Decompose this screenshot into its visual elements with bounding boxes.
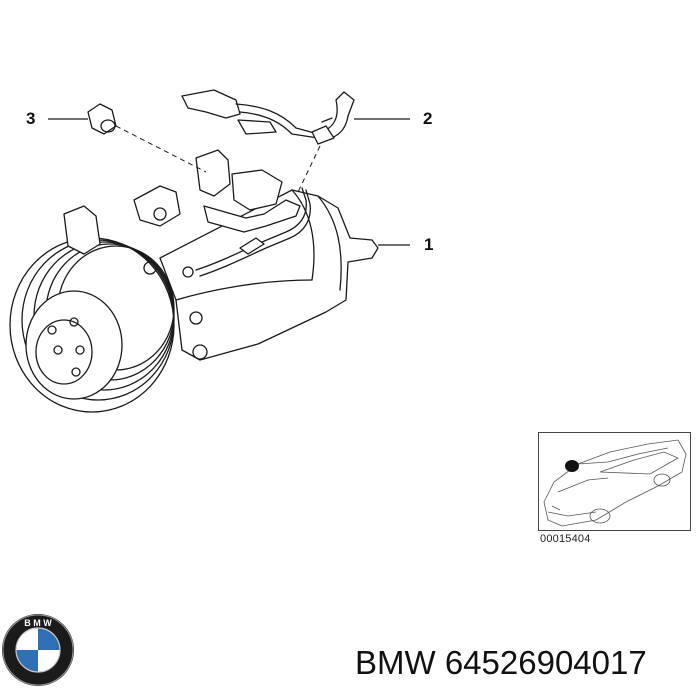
vehicle-location-inset [538,432,691,531]
brand-name: BMW [355,644,436,681]
guide-line-3 [115,125,207,173]
part-caption: BMW 64526904017 [355,644,647,682]
reference-code: 00015404 [540,533,591,545]
part-number: 64526904017 [444,644,647,681]
location-marker [565,460,579,472]
bmw-logo-icon: B M W [2,614,74,686]
svg-text:B M W: B M W [24,618,52,628]
callout-1: 1 [424,235,434,254]
guide-line-2 [297,145,321,193]
pulley-bolt [47,325,57,335]
callout-3: 3 [26,109,36,128]
callout-2: 2 [423,109,433,128]
compressor-body [159,189,379,361]
harness-part-2 [181,89,241,119]
